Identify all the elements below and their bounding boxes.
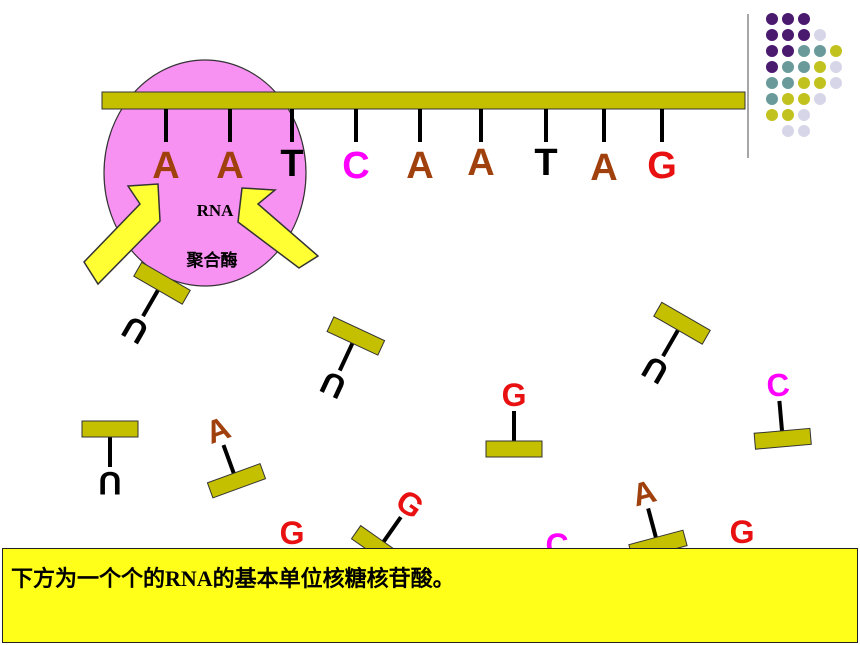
decorative-dot xyxy=(766,77,778,89)
free-nucleotide: A xyxy=(628,473,688,561)
nucleotide-base-letter: U xyxy=(116,309,154,352)
yellow-arrow-right xyxy=(237,187,320,269)
decorative-dot xyxy=(766,29,778,41)
nucleotide-stick xyxy=(337,342,355,372)
caption-box: 下方为一个个的RNA的基本单位核糖核苷酸。 xyxy=(2,548,858,643)
free-nucleotide: U xyxy=(81,420,139,501)
free-nucleotide: A xyxy=(201,409,267,499)
decorative-dot xyxy=(814,29,826,41)
decorative-dot xyxy=(766,109,778,121)
decorative-dot xyxy=(814,45,826,57)
nucleotide-base-letter: C xyxy=(765,366,791,404)
dna-base-letter: G xyxy=(647,145,677,187)
decorative-dot xyxy=(782,61,794,73)
nucleotide-base-letter: G xyxy=(502,377,527,413)
decorative-dot xyxy=(814,61,826,73)
nucleotide-sugar-block xyxy=(206,463,267,499)
decorative-dot xyxy=(830,61,842,73)
dna-base-letter: A xyxy=(467,142,494,184)
dna-backbone-bar xyxy=(101,91,746,110)
decorative-dot xyxy=(766,61,778,73)
decorative-dot xyxy=(798,77,810,89)
decorative-dot xyxy=(782,13,794,25)
decorative-dot xyxy=(782,109,794,121)
nucleotide-stick xyxy=(221,444,236,474)
nucleotide-base-letter: G xyxy=(280,515,305,551)
dna-base-letter: T xyxy=(280,143,303,185)
decorative-dot xyxy=(814,93,826,105)
dna-base-letter: A xyxy=(406,145,433,187)
nucleotide-sugar-block xyxy=(133,261,191,305)
decorative-dot xyxy=(798,61,810,73)
yellow-arrow-left xyxy=(83,183,161,286)
free-nucleotide: C xyxy=(753,366,812,450)
decorative-dot xyxy=(814,77,826,89)
nucleotide-sugar-block xyxy=(81,420,139,438)
nucleotide-stick xyxy=(646,507,658,538)
nucleotide-stick xyxy=(141,289,160,318)
nucleotide-sugar-block xyxy=(485,440,543,458)
nucleotide-base-letter: U xyxy=(98,465,121,501)
nucleotide-base-letter: A xyxy=(201,409,235,451)
free-nucleotide: U xyxy=(636,301,711,392)
nucleotide-sugar-block xyxy=(653,301,711,345)
decorative-dot xyxy=(830,45,842,57)
decorative-dot xyxy=(798,93,810,105)
enzyme-label-polymerase: 聚合酶 xyxy=(186,250,238,270)
dna-base-letter: A xyxy=(590,147,617,189)
dna-base-letter: A xyxy=(152,145,179,187)
decorative-dot xyxy=(782,29,794,41)
enzyme-label-rna: RNA xyxy=(197,201,235,220)
free-nucleotide: G xyxy=(485,377,543,458)
decorative-dot xyxy=(830,77,842,89)
nucleotide-stick xyxy=(661,329,680,358)
decorative-dot xyxy=(782,45,794,57)
nucleotide-base-letter: A xyxy=(628,473,660,514)
decorative-dot xyxy=(798,109,810,121)
nucleotide-stick xyxy=(381,515,403,543)
nucleotide-base-letter: U xyxy=(315,364,351,406)
nucleotide-base-letter: G xyxy=(389,482,430,526)
decorative-dot xyxy=(766,93,778,105)
dna-base-letter: A xyxy=(216,145,243,187)
nucleotide-sugar-block xyxy=(753,427,812,450)
decorative-dot xyxy=(766,13,778,25)
decorative-dot xyxy=(782,93,794,105)
decorative-dot xyxy=(798,29,810,41)
decorative-dot xyxy=(798,125,810,137)
decorative-dot xyxy=(782,77,794,89)
decorative-dot xyxy=(782,125,794,137)
caption-text: 下方为一个个的RNA的基本单位核糖核苷酸。 xyxy=(11,566,455,591)
nucleotide-sugar-block xyxy=(326,316,386,356)
free-nucleotide: U xyxy=(315,316,386,406)
nucleotide-base-letter: U xyxy=(636,349,674,392)
dna-base-letter: C xyxy=(342,145,369,187)
nucleotide-base-letter: G xyxy=(730,514,755,550)
nucleotide-stick xyxy=(777,400,785,431)
decorative-dot xyxy=(798,45,810,57)
dna-base-letter: T xyxy=(534,142,557,184)
decorative-dot xyxy=(798,13,810,25)
decorative-dot xyxy=(766,45,778,57)
decorative-dot-grid xyxy=(766,13,842,137)
